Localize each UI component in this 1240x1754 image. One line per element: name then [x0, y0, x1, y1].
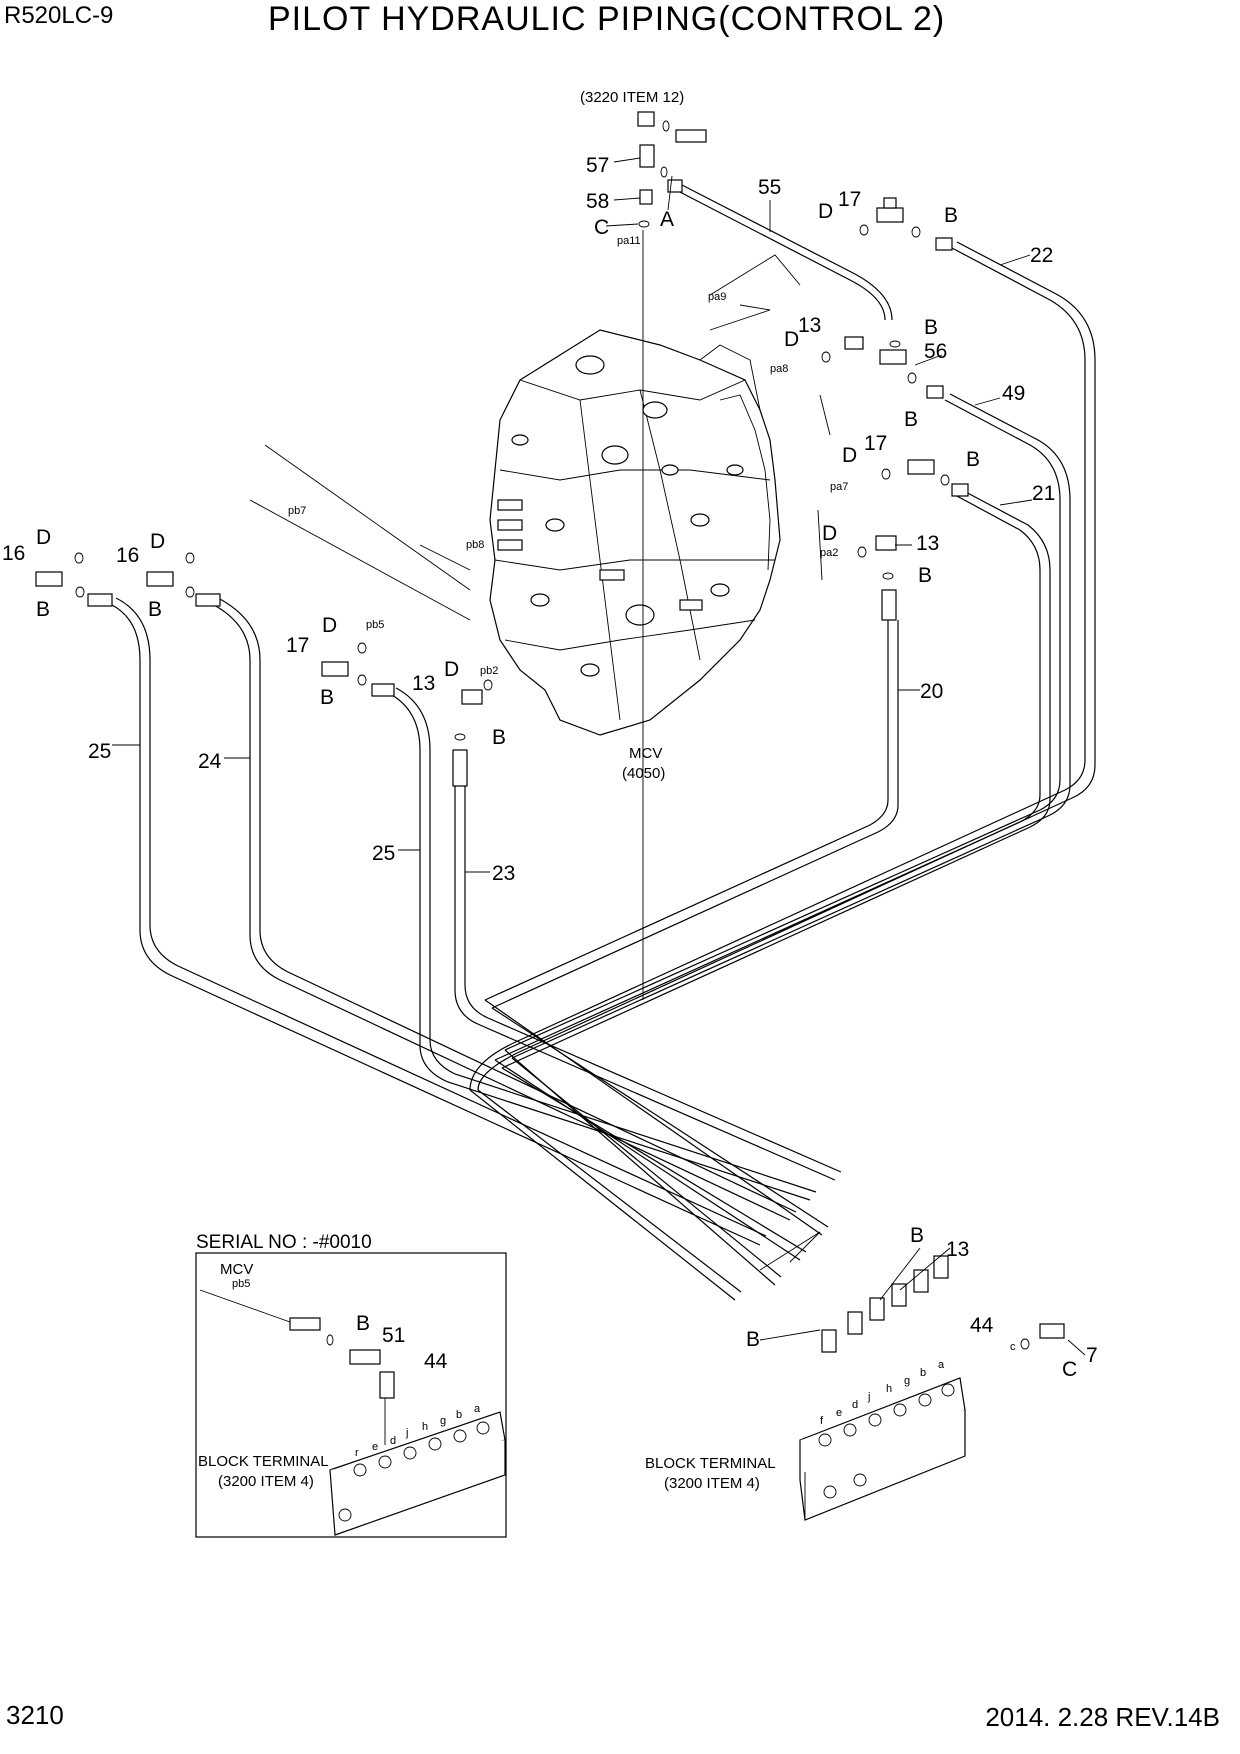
- letter-B-bottom-top: B: [910, 1224, 924, 1247]
- callout-13-bottom: 13: [946, 1238, 969, 1261]
- letter-B-mid: B: [148, 598, 162, 621]
- port-pb8: pb8: [466, 539, 484, 551]
- top-reference: (3220 ITEM 12): [580, 89, 684, 106]
- terminal-letter-f: f: [820, 1415, 824, 1427]
- callout-58: 58: [586, 190, 609, 213]
- callout-25-center: 25: [372, 842, 395, 865]
- mcv-valve-body: [489, 329, 781, 736]
- terminal-letter-g: g: [904, 1375, 910, 1387]
- callout-17-top: 17: [838, 188, 861, 211]
- inset-terminal-letter-d: d: [390, 1435, 396, 1447]
- letter-B-left: B: [36, 598, 50, 621]
- letter-D-17left: D: [322, 614, 337, 637]
- callout-21: 21: [1032, 482, 1055, 505]
- callout-16-mid: 16: [116, 544, 139, 567]
- inset-block-terminal-reference: (3200 ITEM 4): [218, 1473, 314, 1490]
- letter-C-top: C: [594, 216, 609, 239]
- block-terminal-label: BLOCK TERMINAL: [645, 1455, 776, 1472]
- inset-terminal-letter-r: r: [355, 1447, 359, 1459]
- terminal-letter-b: b: [920, 1367, 926, 1379]
- letter-D-mid: D: [150, 530, 165, 553]
- callout-13-left: 13: [412, 672, 435, 695]
- callout-7: 7: [1086, 1344, 1098, 1367]
- port-pb7: pb7: [288, 505, 306, 517]
- terminal-letter-e: e: [836, 1407, 842, 1419]
- port-pb5: pb5: [366, 619, 384, 631]
- callout-17-left: 17: [286, 634, 309, 657]
- model-code: R520LC-9: [4, 2, 114, 29]
- inset-terminal-letter-e: e: [372, 1441, 378, 1453]
- port-pa8: pa8: [770, 363, 788, 375]
- date-revision: 2014. 2.28 REV.14B: [985, 1702, 1220, 1732]
- port-pa9: pa9: [708, 291, 726, 303]
- callout-16-left: 16: [2, 542, 25, 565]
- port-pa2: pa2: [820, 547, 838, 559]
- terminal-letter-a: a: [938, 1359, 945, 1371]
- inset-terminal-letter-h: h: [422, 1421, 428, 1433]
- port-pa7: pa7: [830, 481, 848, 493]
- callout-23: 23: [492, 862, 515, 885]
- callout-24: 24: [198, 750, 222, 773]
- inset-mcv-label: MCV: [220, 1261, 253, 1278]
- letter-B-right: B: [966, 448, 980, 471]
- letter-D-upper: D: [784, 328, 799, 351]
- terminal-letter-j: j: [867, 1391, 870, 1403]
- callout-22: 22: [1030, 244, 1053, 267]
- inset-terminal-letter-b: b: [456, 1409, 462, 1421]
- letter-B-lower: B: [918, 564, 932, 587]
- letter-A: A: [660, 208, 674, 231]
- port-pa11: pa11: [617, 235, 641, 247]
- letter-D-top: D: [818, 200, 833, 223]
- port-pb2: pb2: [480, 665, 498, 677]
- callout-20: 20: [920, 680, 943, 703]
- letter-D-left: D: [36, 526, 51, 549]
- mcv-reference: (4050): [622, 765, 665, 782]
- fittings: [35, 111, 1065, 1353]
- block-terminal-reference: (3200 ITEM 4): [664, 1475, 760, 1492]
- callout-13-upper: 13: [798, 314, 821, 337]
- mcv-label: MCV: [629, 745, 662, 762]
- letter-D-right: D: [842, 444, 857, 467]
- callout-56: 56: [924, 340, 947, 363]
- pilot-pipes: [111, 183, 1096, 1301]
- letter-B-upper: B: [924, 316, 938, 339]
- callout-49: 49: [1002, 382, 1025, 405]
- inset-box: [195, 1252, 507, 1538]
- terminal-letter-h: h: [886, 1383, 892, 1395]
- letter-B-13left: B: [492, 726, 506, 749]
- callout-55: 55: [758, 176, 781, 199]
- inset-terminal-letter-a: a: [474, 1403, 481, 1415]
- terminal-letter-c: c: [1010, 1341, 1016, 1353]
- callout-25-left: 25: [88, 740, 111, 763]
- letter-B-top: B: [944, 204, 958, 227]
- inset-port-pb5: pb5: [232, 1278, 250, 1290]
- inset-block-terminal-label: BLOCK TERMINAL: [198, 1453, 329, 1470]
- callout-51: 51: [382, 1324, 405, 1347]
- terminal-letter-d: d: [852, 1399, 858, 1411]
- letter-B-56: B: [904, 408, 918, 431]
- callout-57: 57: [586, 154, 609, 177]
- callout-13-right: 13: [916, 532, 939, 555]
- callout-44-bottom: 44: [970, 1314, 994, 1337]
- inset-terminal-letter-g: g: [440, 1415, 446, 1427]
- block-terminal-main: [799, 1377, 966, 1521]
- inset-terminal-letter-j: j: [405, 1427, 408, 1439]
- letter-D-lower: D: [822, 522, 837, 545]
- leader-lines: [112, 157, 1086, 1356]
- callout-17-right: 17: [864, 432, 887, 455]
- letter-B-17left: B: [320, 686, 334, 709]
- letter-B-bottom-left: B: [746, 1328, 760, 1351]
- letter-D-13left: D: [444, 658, 459, 681]
- letter-C-bottom: C: [1062, 1358, 1077, 1381]
- page-title: PILOT HYDRAULIC PIPING(CONTROL 2): [268, 0, 946, 38]
- callout-44-inset: 44: [424, 1350, 448, 1373]
- inset-serial: SERIAL NO : -#0010: [196, 1232, 372, 1253]
- letter-B-inset: B: [356, 1312, 370, 1335]
- page-number: 3210: [6, 1700, 64, 1730]
